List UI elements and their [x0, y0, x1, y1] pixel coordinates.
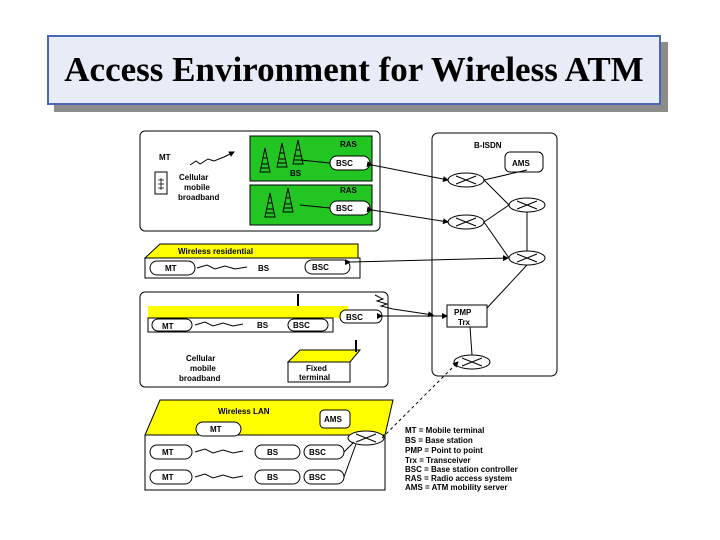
ras-label: RAS — [340, 186, 358, 195]
bsc-label: BSC — [309, 448, 326, 457]
fixed-terminal-roof — [286, 349, 362, 363]
mt-label: MT — [210, 425, 222, 434]
fixed-terminal-box — [287, 361, 351, 383]
legend-item: Trx = Transceiver — [405, 456, 471, 465]
legend-item: PMP = Point to point — [405, 446, 483, 455]
atm-switch-icon — [447, 172, 485, 188]
pmp-label: PMP — [454, 308, 472, 317]
bisdn-label: B-ISDN — [474, 141, 502, 150]
mt-node — [149, 260, 196, 276]
legend-item: MT = Mobile terminal — [405, 426, 484, 435]
bisdn-network: B-ISDN AMS PMP Trx — [431, 132, 558, 377]
cellular-label-line1: Cellular — [179, 173, 208, 182]
mt-label: MT — [162, 322, 174, 331]
bsc-label: BSC — [346, 313, 363, 322]
atm-switch-icon — [453, 354, 491, 370]
atm-switch-icon — [447, 214, 485, 230]
cellular-section-middle: MT BS BSC BSC Cellular mobile broadband … — [139, 291, 389, 388]
trx-label: Trx — [458, 318, 471, 327]
lan-roof — [144, 399, 394, 436]
title-box: Access Environment for Wireless ATM — [47, 35, 661, 105]
ams-label: AMS — [324, 415, 342, 424]
bsc-label: BSC — [309, 473, 326, 482]
ams-node — [319, 409, 351, 429]
mt-node — [149, 444, 193, 460]
legend-item: BSC = Base station controller — [405, 465, 518, 474]
bsc-node — [304, 259, 351, 275]
bs-node — [254, 469, 301, 485]
cellular-label-line2: mobile — [190, 364, 216, 373]
bsc-label: BSC — [312, 263, 329, 272]
legend: MT = Mobile terminal BS = Base station P… — [405, 426, 518, 492]
bs-label: BS — [267, 448, 279, 457]
fixed-terminal-label-line1: Fixed — [306, 364, 327, 373]
wireless-residential-label: Wireless residential — [178, 247, 253, 256]
bsc-label: BSC — [293, 321, 310, 330]
ams-node — [504, 151, 544, 173]
bsc-label: BSC — [336, 204, 353, 213]
wireless-lan-section: Wireless LAN AMS MT MT MT BS BS BSC BSC — [144, 399, 394, 491]
atm-switch-icon — [508, 197, 546, 213]
wireless-lan-label: Wireless LAN — [218, 407, 270, 416]
ras-label: RAS — [340, 140, 358, 149]
mt-label: MT — [159, 153, 171, 162]
connections — [344, 161, 509, 439]
mt-node — [149, 469, 193, 485]
yellow-band — [148, 306, 348, 318]
page-title: Access Environment for Wireless ATM — [64, 50, 644, 89]
bsc-node — [287, 318, 329, 332]
bs-label: BS — [290, 169, 302, 178]
cellular-label-line3: broadband — [178, 193, 219, 202]
bsc-label: BSC — [336, 159, 353, 168]
cellular-label-line3: broadband — [179, 374, 220, 383]
fixed-terminal-label-line2: terminal — [299, 373, 330, 382]
legend-item: RAS = Radio access system — [405, 474, 512, 483]
bs-label: BS — [257, 321, 269, 330]
mt-label: MT — [165, 264, 177, 273]
cellular-section-top: MT Cellular mobile broadband RAS RAS BSC… — [139, 130, 381, 232]
mt-node — [151, 318, 193, 332]
atm-switch-icon — [508, 250, 546, 266]
mt-node — [195, 421, 242, 437]
bs-label: BS — [258, 264, 270, 273]
legend-item: BS = Base station — [405, 436, 473, 445]
legend-item: AMS = ATM mobility server — [405, 483, 507, 492]
cellular-label-line2: mobile — [184, 183, 210, 192]
cellular-label-line1: Cellular — [186, 354, 215, 363]
mt-label: MT — [162, 473, 174, 482]
ams-label: AMS — [512, 159, 530, 168]
bs-label: BS — [267, 473, 279, 482]
mt-label: MT — [162, 448, 174, 457]
wireless-residential-section: Wireless residential MT BS BSC — [143, 243, 361, 279]
bs-node — [254, 444, 301, 460]
